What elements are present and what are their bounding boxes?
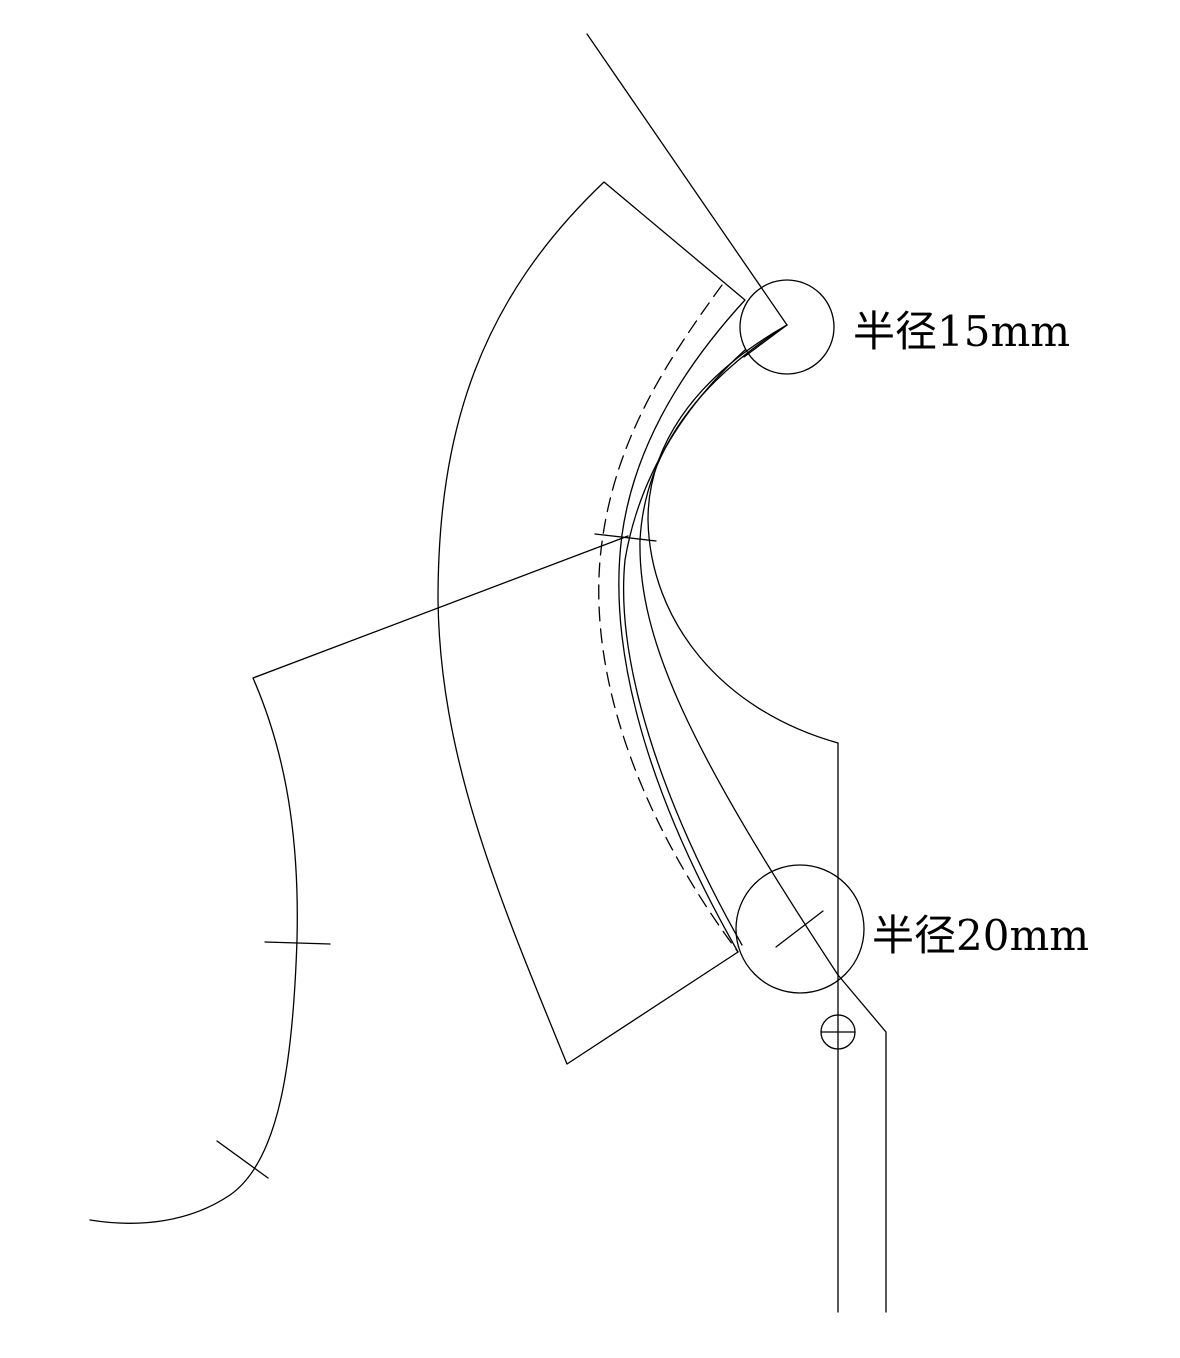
upper-radius-label: 半径15mm: [853, 307, 1070, 356]
lower-radius-label: 半径20mm: [872, 911, 1089, 960]
curved-panel-outline: [437, 181, 746, 1065]
tick-mark-top: [594, 533, 657, 542]
armhole-curve: [647, 324, 839, 744]
dashed-guide-curve: [598, 284, 739, 953]
upper-diagonal-line: [586, 33, 788, 358]
tick-mark-bottom: [216, 1140, 269, 1179]
upper-radius-circle: [739, 279, 835, 375]
inner-curve-b: [622, 349, 746, 946]
tick-mark-lower-circle: [775, 910, 824, 948]
inner-curve-a: [639, 324, 839, 976]
side-panel-outline: [89, 535, 629, 1224]
lower-radius-circle: [735, 864, 865, 994]
outer-vertical-line: [837, 974, 887, 1313]
tick-mark-left: [264, 941, 331, 945]
